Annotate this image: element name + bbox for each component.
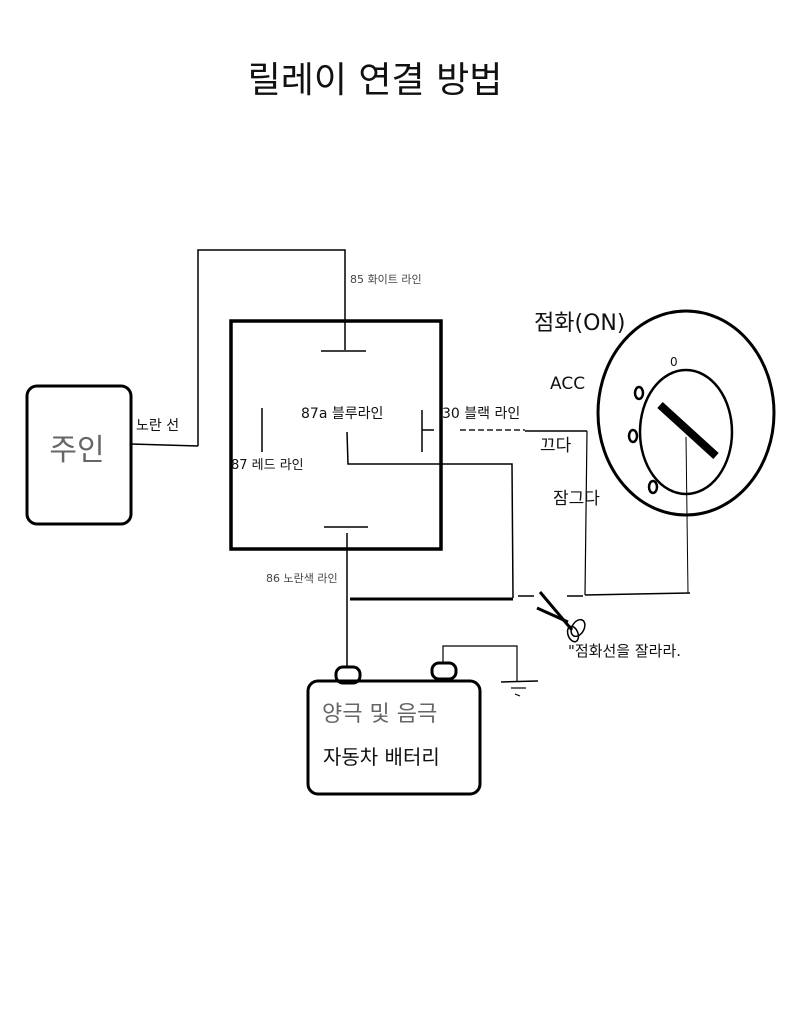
battery-box bbox=[306, 679, 482, 796]
cut-note: "점화선을 잘라라. bbox=[568, 642, 681, 660]
lock-label: 잠그다 bbox=[553, 489, 600, 509]
pin87-label: 87 레드 라인 bbox=[231, 458, 304, 473]
scissors-icon bbox=[536, 591, 586, 643]
pin86-label: 86 노란색 라인 bbox=[266, 572, 338, 585]
diagram-title: 릴레이 연결 방법 bbox=[248, 60, 503, 101]
battery-name-label: 자동차 배터리 bbox=[323, 745, 440, 769]
wire-87a bbox=[346, 431, 514, 599]
battery-negative-terminal bbox=[430, 661, 458, 681]
yellow-wire-label: 노란 선 bbox=[136, 418, 179, 434]
yellow-wire bbox=[130, 443, 199, 447]
ignition-on-label: 점화(ON) bbox=[534, 311, 625, 336]
pin87a-label: 87a 블루라인 bbox=[301, 406, 383, 422]
zero-label: 0 bbox=[670, 355, 678, 369]
owner-label: 주인 bbox=[49, 433, 104, 468]
ignition-switch-icon bbox=[596, 309, 776, 594]
off-label: 끄다 bbox=[540, 436, 572, 456]
battery-positive-terminal bbox=[334, 665, 362, 685]
wire-85 bbox=[197, 249, 346, 446]
pin85-label: 85 화이트 라인 bbox=[350, 273, 422, 286]
ground-wire bbox=[442, 645, 518, 682]
relay-box bbox=[229, 319, 443, 551]
ground-icon bbox=[500, 680, 539, 697]
owner-box bbox=[25, 384, 133, 526]
acc-label: ACC bbox=[550, 374, 585, 394]
pin30-label: 30 블랙 라인 bbox=[442, 406, 520, 422]
battery-polarity-label: 양극 및 음극 bbox=[322, 702, 437, 727]
